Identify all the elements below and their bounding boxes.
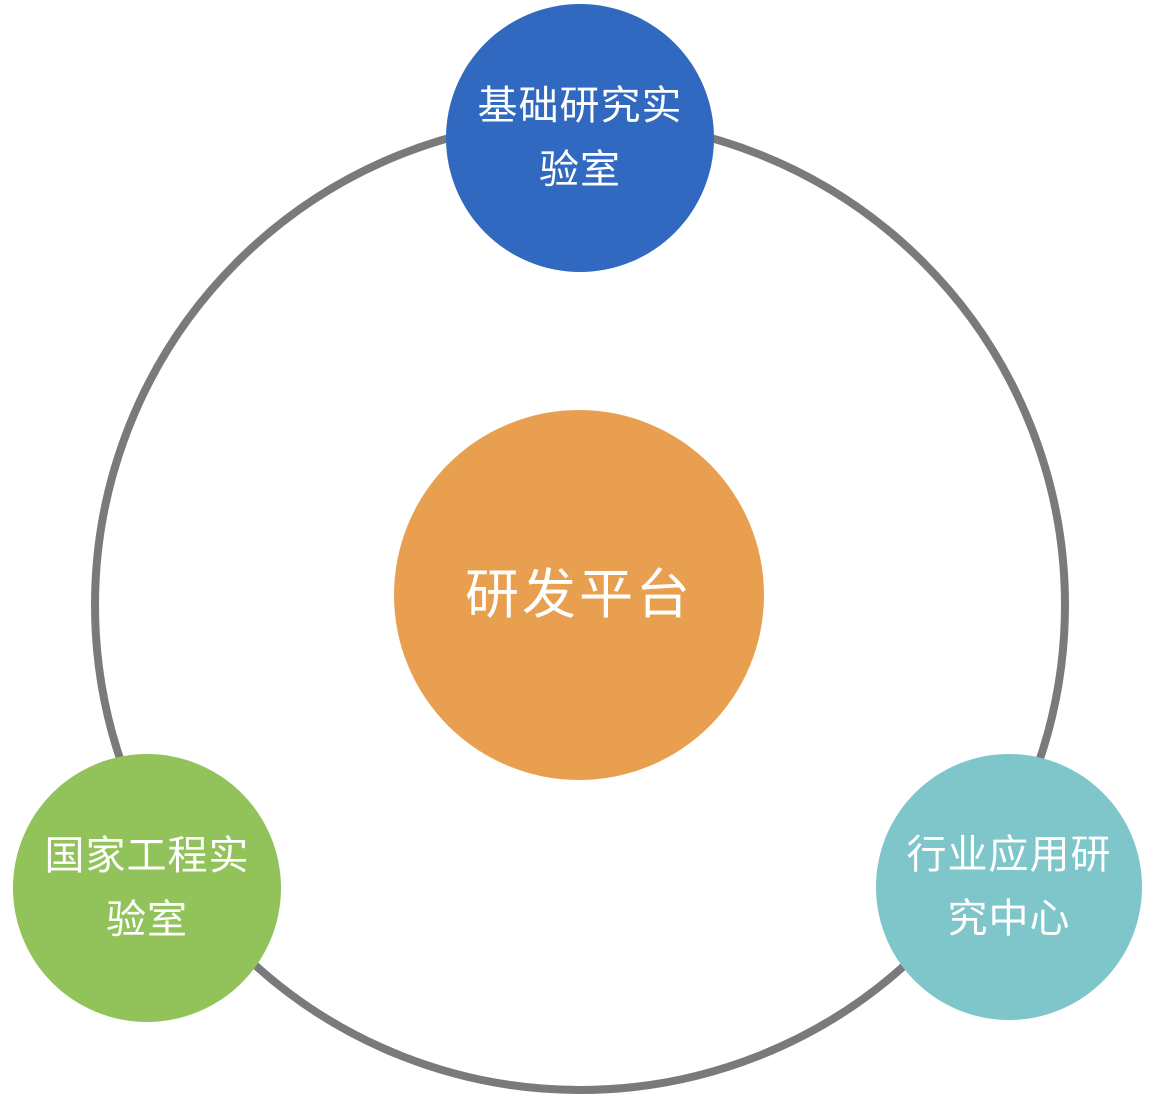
node-national-engineering-lab-label: 国家工程实验室 [44,833,250,943]
node-rd-platform-label: 研发平台 [465,563,693,626]
node-rd-platform: 研发平台 [394,410,764,780]
node-basic-research-lab-label: 基础研究实验室 [477,83,683,193]
node-industry-application-center: 行业应用研究中心 [876,754,1142,1020]
node-industry-application-center-label: 行业应用研究中心 [906,832,1112,942]
node-national-engineering-lab: 国家工程实验室 [13,754,281,1022]
node-basic-research-lab: 基础研究实验室 [446,4,714,272]
